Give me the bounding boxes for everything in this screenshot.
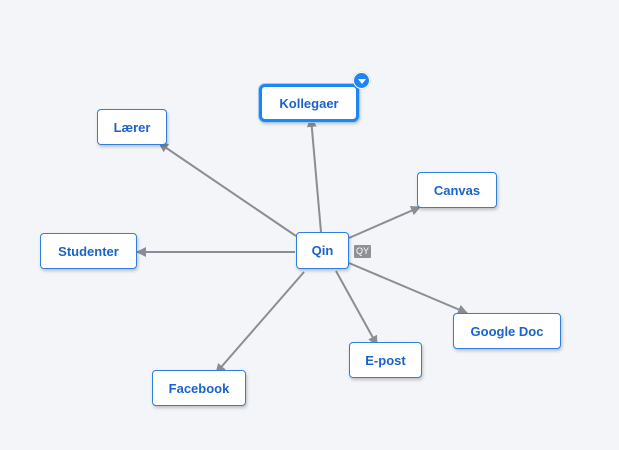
collapse-toggle-icon[interactable] <box>353 72 370 89</box>
node-label: Studenter <box>58 243 119 259</box>
link-to-kollegaer <box>306 117 322 233</box>
node-studenter[interactable]: Studenter <box>40 233 137 269</box>
node-label: Facebook <box>168 380 230 396</box>
central-node-qin[interactable]: Qin <box>296 232 349 269</box>
link-to-e-post <box>335 270 378 346</box>
node-e-post[interactable]: E-post <box>349 342 422 378</box>
node-facebook[interactable]: Facebook <box>152 370 246 406</box>
node-label: Canvas <box>433 182 481 198</box>
link-to-canvas <box>348 206 421 239</box>
node-canvas[interactable]: Canvas <box>417 172 497 208</box>
link-to-google-doc <box>348 262 468 315</box>
link-to-facebook <box>215 271 305 374</box>
node-label: Lærer <box>113 119 151 135</box>
node-label: Google Doc <box>470 323 544 339</box>
node-google-doc[interactable]: Google Doc <box>453 313 561 349</box>
node-label: Kollegaer <box>279 95 339 111</box>
central-node-label: Qin <box>311 243 334 258</box>
node-kollegaer[interactable]: Kollegaer <box>259 84 359 122</box>
node-label: E-post <box>365 352 406 368</box>
node-laerer[interactable]: Lærer <box>97 109 167 145</box>
user-initials-badge: QY <box>354 245 372 258</box>
link-to-laerer <box>158 142 297 237</box>
